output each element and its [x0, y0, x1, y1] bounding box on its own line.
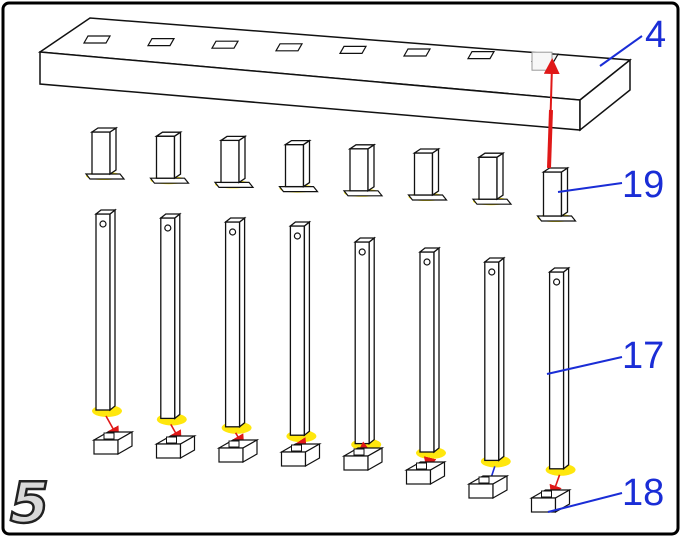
sleeve-part [536, 166, 577, 222]
foot-part [279, 437, 322, 468]
callout-sleeve-label: 19 [622, 164, 664, 206]
beam-slot [146, 37, 176, 47]
callout-post-label: 17 [622, 335, 664, 377]
callout-foot: 18 [547, 472, 664, 514]
post-part [351, 236, 382, 451]
callout-foot-label: 18 [622, 472, 664, 514]
beam-slot [402, 48, 432, 57]
callout-sleeve: 19 [557, 164, 664, 206]
sleeve-part [471, 151, 513, 206]
beam-part [37, 17, 632, 132]
foot-part [154, 424, 197, 460]
callout-post: 17 [546, 335, 664, 377]
sleeve-part [213, 135, 255, 189]
sleeve-part [84, 126, 126, 180]
beam-slot [210, 40, 240, 49]
post-part [480, 256, 511, 468]
beam-slot [274, 43, 304, 52]
beam-slot [530, 51, 560, 71]
beam-slot [466, 50, 496, 60]
foot-part [466, 466, 510, 500]
sleeve-part [278, 139, 319, 193]
step-number: 5 [10, 471, 49, 536]
beam-slot [82, 35, 112, 44]
foot-part [341, 441, 385, 472]
insert-guide [547, 109, 553, 169]
callout-beam-label: 4 [645, 14, 666, 56]
post-part [416, 246, 446, 459]
post-part [545, 266, 576, 476]
beam-slot [338, 45, 368, 55]
foot-part [404, 456, 447, 486]
post-part [156, 212, 187, 426]
post-part [286, 220, 317, 443]
sleeve-part [342, 143, 384, 197]
post-part [92, 208, 122, 417]
post-part [221, 216, 252, 434]
sleeve-part [149, 130, 190, 185]
callout-beam: 4 [599, 14, 666, 67]
foot-part [216, 432, 260, 464]
sleeve-part [407, 147, 448, 201]
foot-part [529, 474, 572, 514]
foot-part [91, 415, 135, 456]
